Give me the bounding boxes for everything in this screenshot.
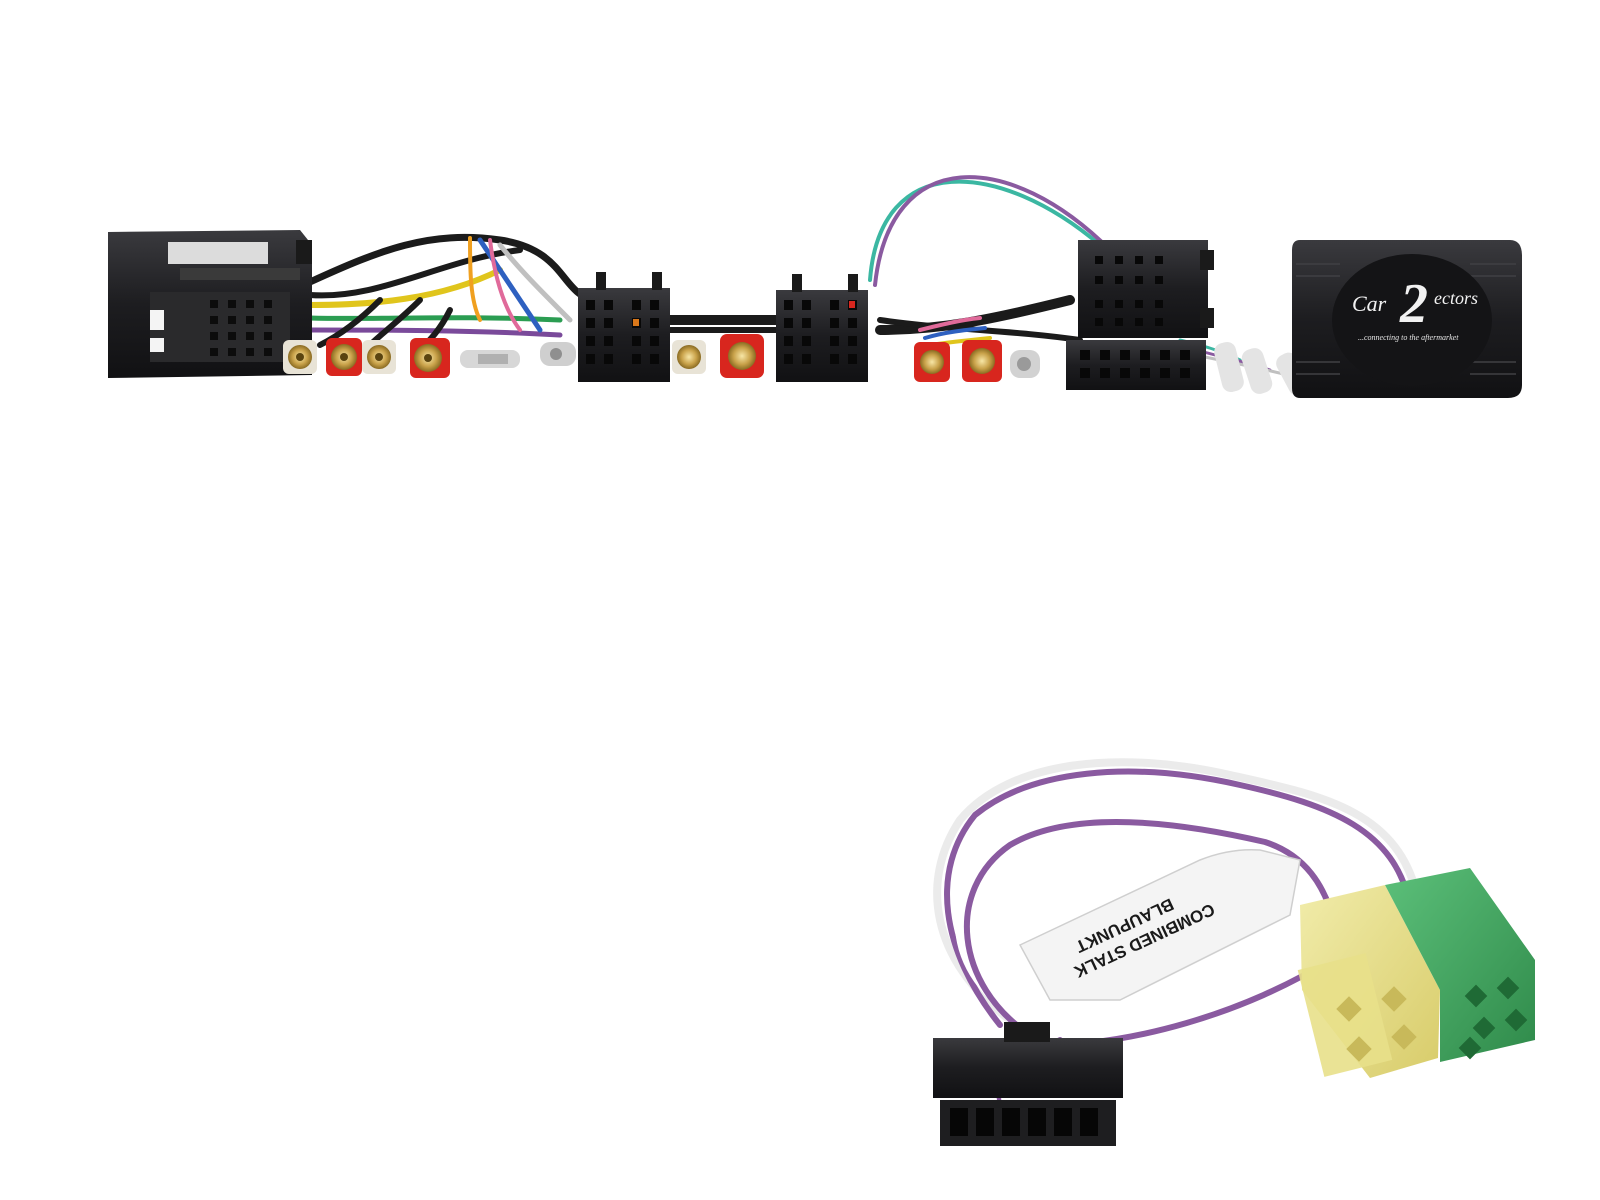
rca-plug-group-center xyxy=(672,334,764,378)
rca-plug-red-3 xyxy=(720,334,764,378)
black-12-pin-connector xyxy=(933,1022,1123,1146)
interface-module-box: Car 2 ectors ...connecting to the afterm… xyxy=(1292,240,1522,398)
spade-terminal-3 xyxy=(1010,350,1040,378)
rca-plug-red-2 xyxy=(410,338,450,378)
rca-plug-white-2 xyxy=(362,340,396,374)
main-harness: Car 2 ectors ...connecting to the afterm… xyxy=(108,175,1522,398)
rca-plug-red-5 xyxy=(962,340,1002,382)
rca-plug-white-1 xyxy=(283,340,317,374)
rca-plug-white-3 xyxy=(672,340,706,374)
green-mini-iso-connector xyxy=(1385,868,1535,1062)
iso-connector-pair-1 xyxy=(578,272,670,382)
logo-left-text: Car xyxy=(1352,291,1387,316)
cable-label-tag: COMBINED STALK BLAUPUNKT xyxy=(1018,848,1301,1001)
spade-terminals-right xyxy=(1214,341,1310,396)
spade-terminal-1 xyxy=(460,350,520,368)
quadlock-connector xyxy=(108,230,312,378)
rca-plug-red-1 xyxy=(326,338,362,376)
spade-terminal-2 xyxy=(540,342,576,366)
logo-right-text: ectors xyxy=(1434,288,1478,308)
iso-connector-block xyxy=(1066,240,1214,390)
patch-lead: COMBINED STALK BLAUPUNKT xyxy=(933,758,1535,1146)
iso-connector-pair-2 xyxy=(776,274,868,382)
connects2-logo: Car 2 ectors ...connecting to the afterm… xyxy=(1352,273,1478,342)
yellow-mini-iso-connector xyxy=(1297,885,1440,1078)
rca-plug-group-right xyxy=(914,340,1040,382)
logo-tagline: ...connecting to the aftermarket xyxy=(1358,333,1459,342)
rca-plug-group-left xyxy=(283,338,576,378)
logo-numeral: 2 xyxy=(1399,273,1428,335)
rca-plug-red-4 xyxy=(914,342,950,382)
